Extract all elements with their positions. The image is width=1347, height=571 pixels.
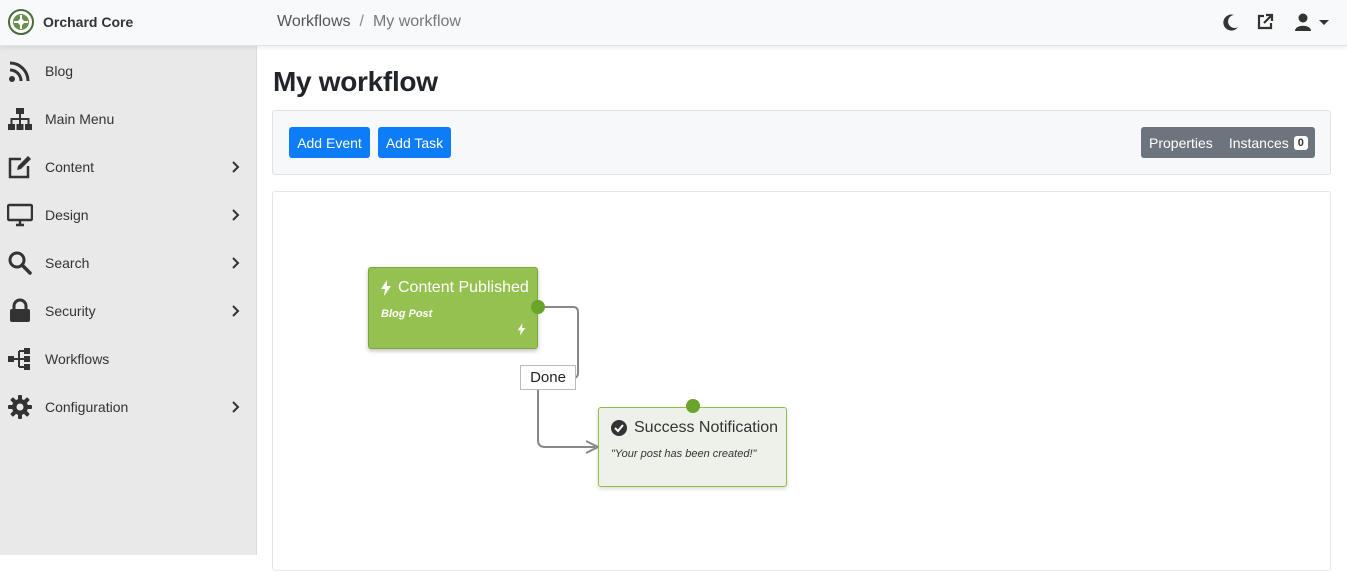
add-event-button[interactable]: Add Event [289,127,370,158]
sidebar-item-blog[interactable]: Blog [0,47,257,95]
sidebar-item-configuration[interactable]: Configuration [0,383,257,431]
sidebar-item-label: Blog [45,63,74,79]
properties-instances-group: Properties Instances 0 [1141,127,1315,158]
user-icon[interactable] [1293,12,1313,32]
orchard-logo-icon [8,9,34,35]
add-task-button[interactable]: Add Task [378,127,451,158]
sidebar-item-label: Design [45,207,89,223]
task-subtitle: "Your post has been created!" [611,448,757,460]
chevron-right-icon [232,305,240,317]
edit-icon [8,156,31,179]
sidebar-item-label: Configuration [45,399,129,415]
external-link-icon[interactable] [1255,12,1275,32]
brand-name: Orchard Core [43,14,134,30]
sidebar-item-security[interactable]: Security [0,287,257,335]
chevron-right-icon [232,257,240,269]
sidebar: Blog Main Menu Content Design Sea [0,46,257,555]
breadcrumb-separator: / [359,13,364,30]
breadcrumb-current: My workflow [372,13,461,30]
bolt-icon [517,323,526,336]
check-circle-icon [611,420,627,436]
top-navbar: Orchard Core Workflows / My workflow [0,0,1347,46]
sidebar-item-content[interactable]: Content [0,143,257,191]
sidebar-item-label: Main Menu [45,111,115,127]
sidebar-item-workflows[interactable]: Workflows [0,335,257,383]
chevron-right-icon [232,209,240,221]
task-input-endpoint[interactable] [686,399,700,413]
workflow-icon [8,348,30,370]
moon-icon[interactable] [1221,12,1241,32]
sitemap-icon [8,108,32,130]
search-icon [8,251,32,275]
brand[interactable]: Orchard Core [8,9,133,35]
sidebar-item-search[interactable]: Search [0,239,257,287]
task-title: Success Notification [634,419,779,436]
breadcrumb-root[interactable]: Workflows [277,13,351,30]
page-title: My workflow [273,66,438,97]
event-subtitle: Blog Post [381,308,433,320]
lock-icon [10,298,30,322]
sidebar-item-main-menu[interactable]: Main Menu [0,95,257,143]
chevron-right-icon [232,161,240,173]
sidebar-item-label: Workflows [45,351,110,367]
desktop-icon [7,203,33,227]
instances-count-badge: 0 [1293,135,1308,150]
sidebar-item-label: Security [45,303,96,319]
chevron-right-icon [232,401,240,413]
task-activity-success-notification[interactable]: Success Notification "Your post has been… [598,407,787,487]
breadcrumb: Workflows / My workflow [277,13,461,31]
instances-button[interactable]: Instances 0 [1221,127,1316,158]
cog-icon [8,395,32,419]
workflow-canvas[interactable] [272,191,1331,571]
properties-button[interactable]: Properties [1149,134,1213,151]
sidebar-item-label: Content [45,159,95,175]
chevron-down-icon[interactable] [1319,19,1329,25]
workflow-toolbar: Add Event Add Task Properties Instances … [272,110,1331,175]
instances-label: Instances [1228,134,1289,151]
event-title: Content Published [398,279,529,296]
rss-icon [9,61,30,82]
top-actions [1207,12,1329,32]
sidebar-item-label: Search [45,255,90,271]
event-outcome-endpoint[interactable] [531,300,545,314]
event-activity-content-published[interactable]: Content Published Blog Post [368,267,538,349]
bolt-icon [381,280,391,296]
sidebar-item-design[interactable]: Design [0,191,257,239]
connection-label-done[interactable]: Done [520,365,576,390]
